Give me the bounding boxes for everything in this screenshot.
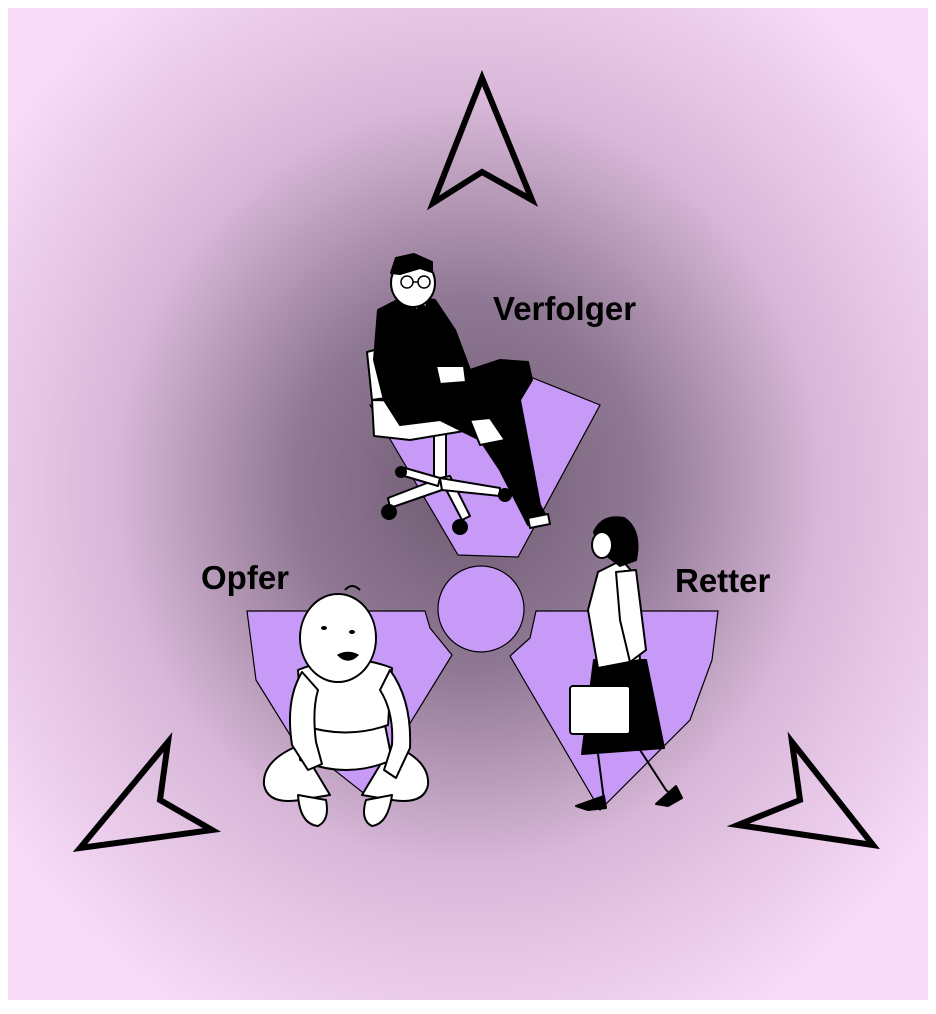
- label-victim: Opfer: [201, 559, 289, 596]
- label-rescuer: Retter: [675, 562, 771, 599]
- trefoil-center: [438, 566, 524, 652]
- label-persecutor: Verfolger: [493, 290, 636, 327]
